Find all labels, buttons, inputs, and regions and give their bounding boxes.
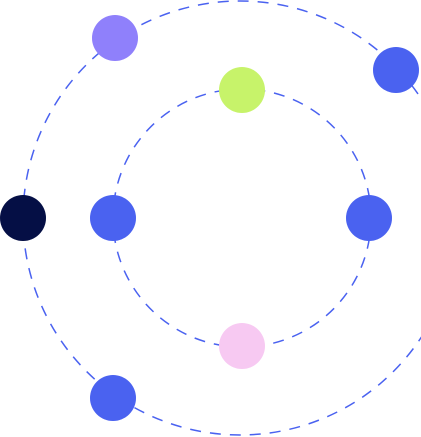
inner-orbit-node-left xyxy=(90,195,136,241)
outer-orbit-node-top-right xyxy=(373,47,419,93)
inner-orbit-node-right xyxy=(346,195,392,241)
outer-orbit-node-bottom-left xyxy=(90,375,136,421)
outer-orbit-node-purple xyxy=(92,15,138,61)
outer-orbit-node-left-navy xyxy=(0,195,46,241)
inner-orbit-ring xyxy=(112,88,372,348)
inner-orbit-node-top-lime xyxy=(219,67,265,113)
inner-orbit-node-bottom-pink xyxy=(219,323,265,369)
